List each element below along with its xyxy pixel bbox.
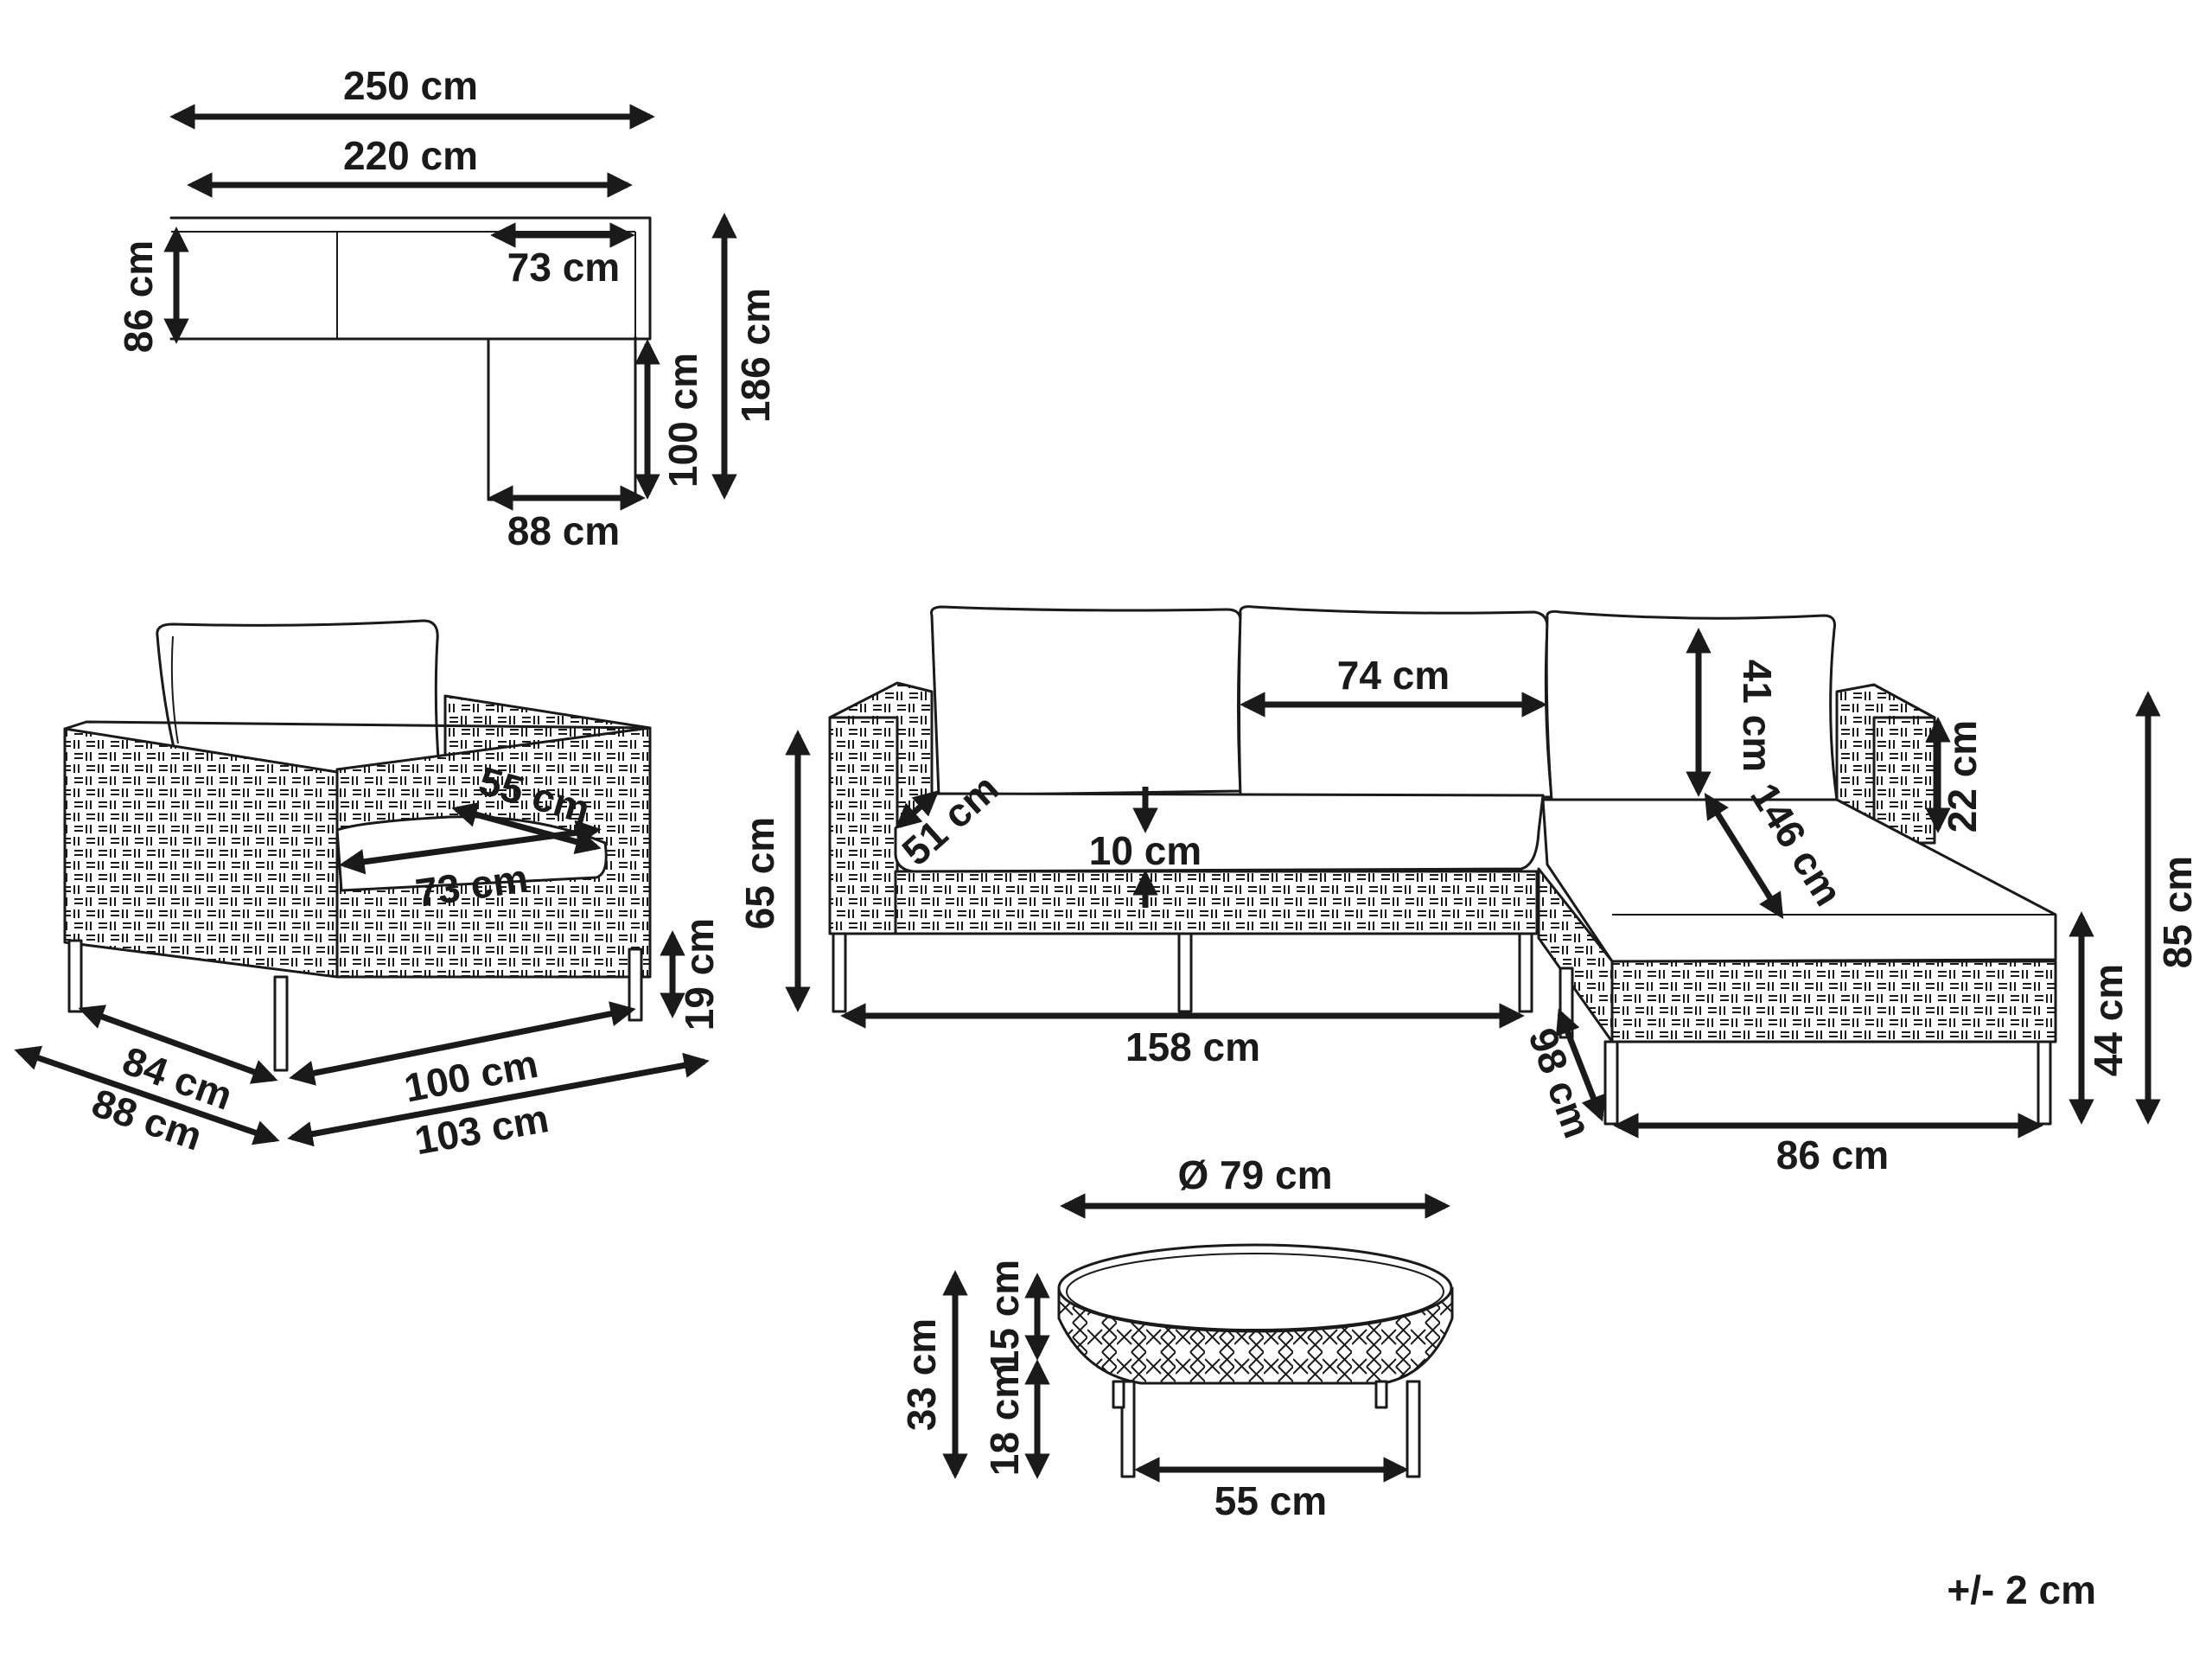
label-sofa-length: 158 cm: [1125, 1024, 1260, 1069]
label-sofa-total-height: 85 cm: [2155, 856, 2200, 968]
sofa-back-cushion-right: [1545, 609, 1839, 801]
sofa-base-front: [894, 870, 1539, 935]
dim-sofa-seat-depth: [895, 790, 940, 829]
dim-armchair-outer-width: [287, 1052, 710, 1147]
corner-sofa: 74 cm 41 cm 51 cm 10 cm 65 cm 158 cm 146…: [737, 605, 2200, 1177]
label-sofa-depth: 86 cm: [116, 240, 161, 353]
sofa-legs: [832, 932, 2052, 1126]
label-armrest-height: 22 cm: [1940, 720, 1985, 833]
coffee-table: Ø 79 cm 33 cm 15 cm 18 cm 55 cm: [899, 1152, 1454, 1523]
label-armchair-leg-height: 19 cm: [677, 918, 722, 1030]
dim-chaise-length: [1704, 793, 1784, 919]
label-total-width: 250 cm: [343, 63, 478, 108]
label-chaise-width: 88 cm: [507, 508, 620, 553]
label-table-top-height: 15 cm: [982, 1260, 1027, 1372]
sofa-left-arm-front: [828, 716, 899, 935]
label-table-diameter: Ø 79 cm: [1178, 1152, 1333, 1197]
label-total-depth: 186 cm: [733, 288, 778, 423]
label-sofa-width: 220 cm: [343, 133, 478, 178]
label-chaise-overlap: 73 cm: [507, 245, 620, 290]
dim-armchair-seat-width: [339, 820, 602, 875]
label-seat-height: 44 cm: [2086, 964, 2131, 1076]
chaise-base-front: [1610, 960, 2057, 1043]
label-sofa-left-height: 65 cm: [737, 817, 782, 929]
label-table-total-height: 33 cm: [899, 1318, 944, 1431]
dim-chaise-depth: [1555, 1008, 1606, 1122]
dim-armchair-outer-depth: [14, 1045, 280, 1145]
armchair: 55 cm 73 cm 19 cm 84 cm 100 cm 88 cm 103…: [14, 619, 722, 1163]
label-chaise-length: 100 cm: [660, 353, 705, 488]
label-chaise-width-sofa: 86 cm: [1776, 1133, 1889, 1177]
armchair-left-arm: [63, 727, 339, 979]
top-view: 250 cm 220 cm 86 cm 73 cm 100 cm 186 cm …: [116, 63, 778, 553]
label-table-base-width: 55 cm: [1214, 1478, 1327, 1523]
label-sofa-cushion-width: 74 cm: [1337, 653, 1450, 698]
table-top: [1057, 1243, 1453, 1333]
tolerance-note: +/- 2 cm: [1947, 1567, 2096, 1612]
label-sofa-back-height: 41 cm: [1735, 660, 1780, 772]
sofa-seat-cushion: [894, 792, 1545, 873]
table-legs: [1112, 1380, 1421, 1478]
label-sofa-cushion-thickness: 10 cm: [1089, 828, 1202, 873]
chaise-cushion: [1541, 798, 2057, 963]
label-table-leg-height: 18 cm: [982, 1363, 1027, 1476]
